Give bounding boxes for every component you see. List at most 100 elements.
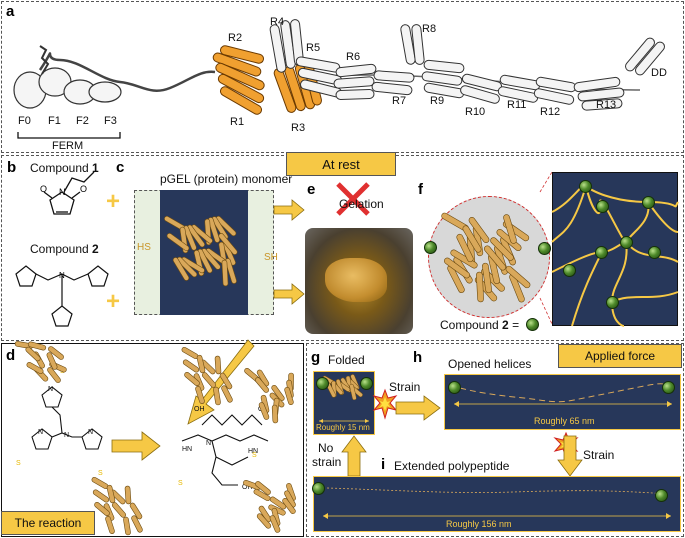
svg-text:N: N (48, 386, 53, 393)
domain-f1: F1 (48, 115, 61, 127)
reaction-proteins (14, 341, 296, 536)
helix (166, 233, 190, 251)
helix (423, 59, 465, 74)
helix (462, 225, 482, 253)
rod-label-dd: DD (651, 67, 667, 79)
crosslinker-bead (424, 241, 437, 254)
helix (123, 516, 131, 536)
domain-f3: F3 (104, 115, 117, 127)
helix (255, 377, 269, 393)
helix (201, 372, 217, 388)
helix (105, 516, 115, 534)
helix (505, 265, 531, 289)
helix (456, 233, 474, 263)
domain-f2: F2 (76, 115, 89, 127)
compound-2-legend-number: 2 (502, 318, 509, 332)
helix (476, 271, 484, 303)
rod-label-r7: R7 (392, 95, 407, 107)
panel-label-h: h (413, 349, 423, 366)
helix (284, 386, 294, 406)
svg-text:S: S (252, 452, 257, 459)
helix (483, 245, 507, 271)
opened-bead-left (448, 381, 461, 394)
svg-text:HN: HN (248, 448, 258, 455)
helix (533, 88, 575, 105)
strain-label-gh: Strain (389, 380, 421, 394)
ferm-domains (13, 45, 122, 109)
extended-bead-left (312, 482, 325, 495)
network-bead (596, 200, 609, 213)
ferm-label: FERM (52, 140, 84, 152)
helix (282, 498, 296, 514)
helix (201, 248, 221, 270)
helix (92, 489, 110, 503)
svg-text:N: N (64, 432, 69, 439)
helix (47, 367, 61, 383)
helix (373, 70, 415, 83)
panel-label-c: c (116, 159, 125, 176)
helix (181, 346, 199, 360)
extended-polypeptide-label: Extended polypeptide (394, 459, 510, 473)
compound-2-structure: N (15, 265, 109, 327)
panel-label-a: a (6, 3, 15, 20)
helix (124, 485, 132, 505)
strain-label-hi: Strain (583, 448, 615, 462)
legend-bead (526, 318, 539, 331)
the-reaction-tag: The reaction (1, 511, 95, 535)
helix (253, 488, 271, 502)
helix (91, 476, 109, 490)
rod-label-r4: R4 (270, 16, 285, 28)
network-bead (595, 246, 608, 259)
helix (581, 98, 623, 111)
helix (349, 383, 357, 401)
svg-text:N: N (59, 271, 65, 280)
panel-label-d: d (6, 347, 16, 364)
strain-arrow-down (557, 435, 583, 477)
compound-2-legend-prefix: Compound (440, 318, 503, 332)
helix (635, 41, 665, 76)
helix (217, 73, 265, 104)
helix (443, 257, 471, 279)
at-rest-tag: At rest (286, 152, 396, 176)
no-gelation-cross-icon (336, 182, 370, 216)
monomer-protein (164, 215, 238, 287)
helix (187, 224, 205, 248)
rod-label-r5: R5 (306, 42, 321, 54)
folded-label: Folded (328, 353, 365, 367)
helix (182, 359, 200, 373)
compound-2-legend-suffix: = (508, 318, 520, 332)
panel-label-b: b (7, 159, 17, 176)
helix (258, 402, 270, 420)
no-strain-label-1: No (318, 441, 334, 455)
svg-text:O: O (40, 184, 47, 194)
helix (335, 63, 377, 78)
panel-label-e: e (307, 181, 316, 198)
applied-force-tag: Applied force (558, 344, 682, 368)
helix (195, 386, 205, 404)
helix (172, 257, 190, 281)
folded-length: Roughly 15 nm (316, 423, 370, 432)
svg-text:N: N (38, 429, 43, 436)
helix (197, 248, 213, 274)
helix (335, 88, 375, 101)
opened-helices-chain (454, 383, 672, 407)
rod-label-r11: R11 (507, 99, 527, 111)
helix (220, 45, 264, 64)
network-bead (579, 180, 592, 193)
helix (219, 86, 263, 115)
helix (215, 215, 237, 237)
helix (400, 24, 416, 65)
helix (503, 214, 517, 244)
crosslinker-bead (538, 242, 551, 255)
plus-icon-1: + (106, 188, 121, 215)
helix (497, 86, 539, 103)
thiol-left-label: HS (137, 242, 151, 253)
network-bead (606, 296, 619, 309)
helix (577, 87, 625, 102)
talin-structure (13, 19, 665, 139)
rod-label-r10: R10 (465, 106, 486, 118)
helix (207, 217, 221, 243)
rod-label-r8: R8 (422, 23, 437, 35)
helix (25, 346, 41, 362)
